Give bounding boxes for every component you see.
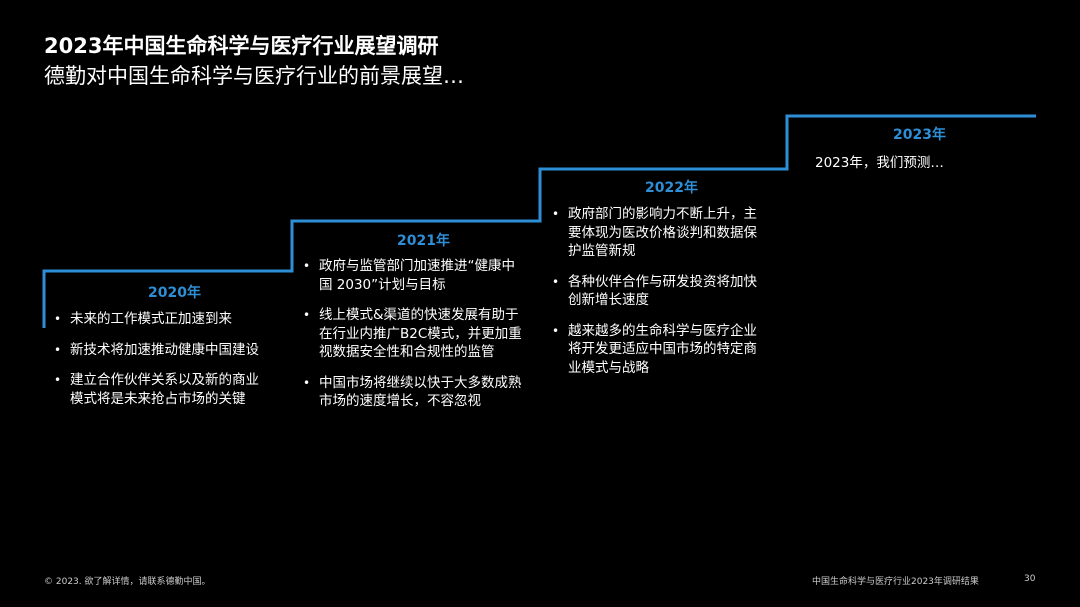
year-label-2021: 2021年 (397, 233, 450, 249)
footer-report-title: 中国生命科学与医疗行业2023年调研结果 (812, 577, 979, 587)
bullet-item: 政府与监管部门加速推进“健康中国 2030”计划与目标 (303, 257, 525, 294)
page-subtitle: 德勤对中国生命科学与医疗行业的前景展望… (44, 64, 464, 88)
bullet-item: 线上模式&渠道的快速发展有助于在行业内推广B2C模式，并更加重视数据安全性和合规… (303, 306, 525, 362)
bullet-item: 越来越多的生命科学与医疗企业将开发更适应中国市场的特定商业模式与战略 (552, 322, 762, 378)
staircase-line (42, 114, 1036, 328)
page-title: 2023年中国生命科学与医疗行业展望调研 (44, 34, 439, 58)
bullet-list-2021: 政府与监管部门加速推进“健康中国 2030”计划与目标 线上模式&渠道的快速发展… (303, 257, 525, 423)
bullet-list-2020: 未来的工作模式正加速到来 新技术将加速推动健康中国建设 建立合作伙伴关系以及新的… (54, 310, 269, 420)
bullet-item: 中国市场将继续以快于大多数成熟市场的速度增长，不容忽视 (303, 374, 525, 411)
footer-copyright: © 2023. 欲了解详情，请联系德勤中国。 (44, 577, 211, 587)
year-label-2022: 2022年 (645, 180, 698, 196)
bullet-list-2022: 政府部门的影响力不断上升，主要体现为医改价格谈判和数据保护监管新规 各种伙伴合作… (552, 205, 762, 389)
forecast-text-2023: 2023年，我们预测… (815, 155, 944, 171)
page-number: 30 (1024, 574, 1036, 584)
bullet-item: 政府部门的影响力不断上升，主要体现为医改价格谈判和数据保护监管新规 (552, 205, 762, 261)
bullet-item: 建立合作伙伴关系以及新的商业模式将是未来抢占市场的关键 (54, 371, 269, 408)
bullet-item: 未来的工作模式正加速到来 (54, 310, 269, 329)
bullet-item: 各种伙伴合作与研发投资将加快创新增长速度 (552, 273, 762, 310)
year-label-2020: 2020年 (148, 285, 201, 301)
bullet-item: 新技术将加速推动健康中国建设 (54, 341, 269, 360)
year-label-2023: 2023年 (893, 127, 946, 143)
